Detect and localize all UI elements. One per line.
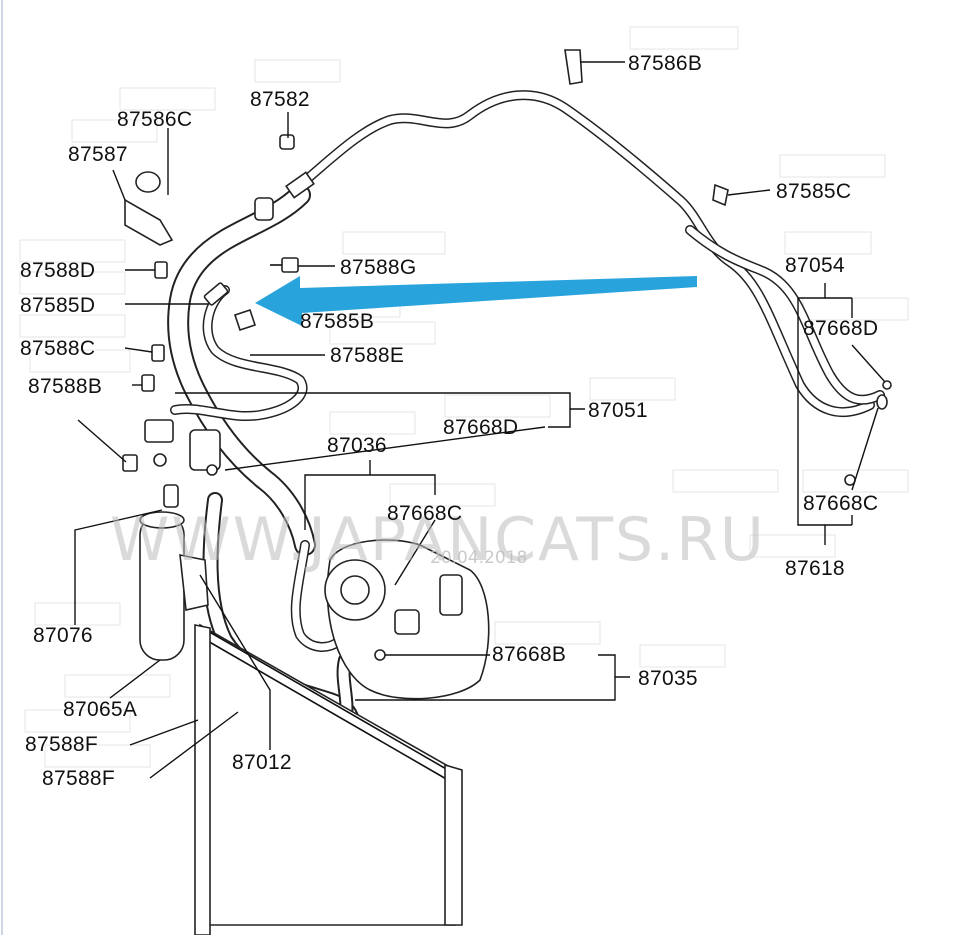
label-87668C-mid[interactable]: 87668C: [387, 502, 462, 525]
label-87588C[interactable]: 87588C: [20, 337, 95, 360]
label-87588E[interactable]: 87588E: [330, 344, 404, 367]
label-87054[interactable]: 87054: [785, 254, 845, 277]
label-87668C-right[interactable]: 87668C: [803, 492, 878, 515]
label-87065A[interactable]: 87065A: [63, 698, 137, 721]
label-87668D-mid[interactable]: 87668D: [443, 416, 518, 439]
label-87585C[interactable]: 87585C: [776, 180, 851, 203]
label-87035[interactable]: 87035: [638, 667, 698, 690]
label-87588F-1[interactable]: 87588F: [25, 733, 98, 756]
label-87588D[interactable]: 87588D: [20, 259, 95, 282]
label-87618[interactable]: 87618: [785, 557, 845, 580]
label-87668B[interactable]: 87668B: [492, 643, 566, 666]
watermark-date: 20.04.2018: [430, 548, 527, 568]
label-87588B[interactable]: 87588B: [28, 375, 102, 398]
label-87036[interactable]: 87036: [327, 434, 387, 457]
compressor: [324, 539, 490, 700]
label-87587[interactable]: 87587: [68, 143, 128, 166]
label-87588F-2[interactable]: 87588F: [42, 767, 115, 790]
label-87585D[interactable]: 87585D: [20, 294, 95, 317]
part-labels: 87586B 87582 87586C 87587 87585C 87588D …: [20, 52, 878, 790]
highlight-arrow: [255, 276, 697, 326]
watermark-text: WWW.JAPANCATS.RU: [110, 505, 766, 575]
label-87076[interactable]: 87076: [33, 624, 93, 647]
label-87582[interactable]: 87582: [250, 88, 310, 111]
label-87012[interactable]: 87012: [232, 751, 292, 774]
label-87586C[interactable]: 87586C: [117, 108, 192, 131]
parts: [122, 49, 892, 935]
refrigerant-pipes: [167, 90, 885, 728]
label-87586B[interactable]: 87586B: [628, 52, 702, 75]
leader-lines: [74, 61, 886, 779]
label-87051[interactable]: 87051: [588, 399, 648, 422]
label-87585B[interactable]: 87585B: [300, 310, 374, 333]
label-87588G[interactable]: 87588G: [340, 256, 417, 279]
label-87668D-top[interactable]: 87668D: [803, 317, 878, 340]
condenser: [194, 623, 463, 935]
